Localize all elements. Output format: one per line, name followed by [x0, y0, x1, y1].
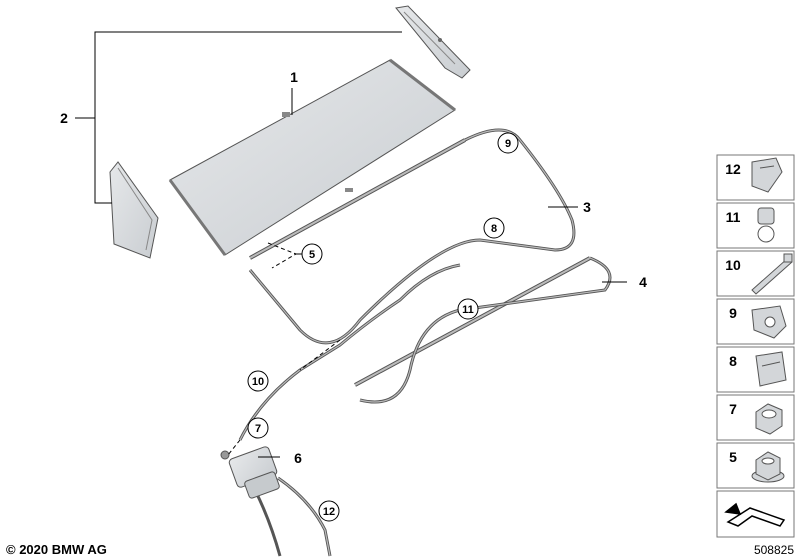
panel-label-11: 11	[726, 209, 741, 225]
dashed-leaders	[227, 242, 341, 456]
panel-label-7: 7	[729, 401, 737, 417]
copyright-text: © 2020 BMW AG	[6, 542, 107, 557]
rear-sunblind	[168, 58, 456, 256]
drive-motor	[220, 446, 280, 499]
direction-arrow-icon	[724, 502, 786, 527]
callout-10: 10	[252, 376, 264, 388]
small-parts-panel: 12 11 10 9 8 7 5	[716, 154, 795, 538]
flange-nut-5-icon	[751, 451, 785, 483]
callout-9: 9	[505, 138, 511, 150]
clip-12-icon	[751, 157, 783, 193]
label-part-6: 6	[294, 450, 302, 466]
document-number: 508825	[753, 543, 794, 557]
label-part-3: 3	[583, 199, 591, 215]
callout-11: 11	[462, 304, 474, 316]
cable-holder-11-icon	[757, 207, 775, 243]
label-part-1: 1	[290, 69, 298, 85]
panel-label-12: 12	[725, 161, 741, 177]
drive-cables	[238, 263, 461, 557]
guide-rail-lower	[354, 256, 612, 404]
clip-8-icon	[755, 351, 787, 387]
callout-5: 5	[309, 249, 315, 261]
corner-panel-right	[395, 5, 471, 79]
panel-label-9: 9	[729, 305, 737, 321]
callout-12: 12	[323, 506, 335, 518]
cable-tie-10-icon	[751, 253, 793, 295]
guide-rail-frame	[248, 128, 576, 345]
callout-8: 8	[491, 223, 497, 235]
clamp-9-icon	[751, 305, 787, 339]
panel-label-10: 10	[725, 257, 741, 273]
circled-callouts	[247, 132, 519, 522]
leader-lines	[75, 31, 627, 458]
label-part-2: 2	[60, 110, 68, 126]
hex-nut-7-icon	[755, 403, 783, 435]
label-part-4: 4	[639, 274, 647, 290]
callout-7: 7	[255, 423, 261, 435]
corner-panel-left	[109, 161, 159, 259]
panel-label-5: 5	[729, 449, 737, 465]
panel-label-8: 8	[729, 353, 737, 369]
